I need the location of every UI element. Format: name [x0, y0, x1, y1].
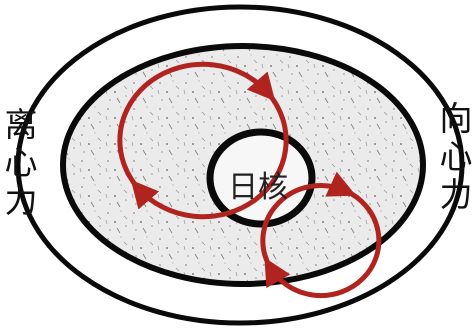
- label-char: 离: [4, 106, 38, 144]
- label-char: 向: [439, 100, 473, 138]
- label-char: 力: [4, 182, 38, 220]
- centrifugal-force-label: 离 心 力: [4, 106, 38, 220]
- centripetal-force-label: 向 心 力: [439, 100, 473, 214]
- label-char: 力: [439, 176, 473, 214]
- core-label: 日核: [228, 171, 328, 205]
- label-char: 心: [4, 144, 38, 182]
- label-char: 心: [439, 138, 473, 176]
